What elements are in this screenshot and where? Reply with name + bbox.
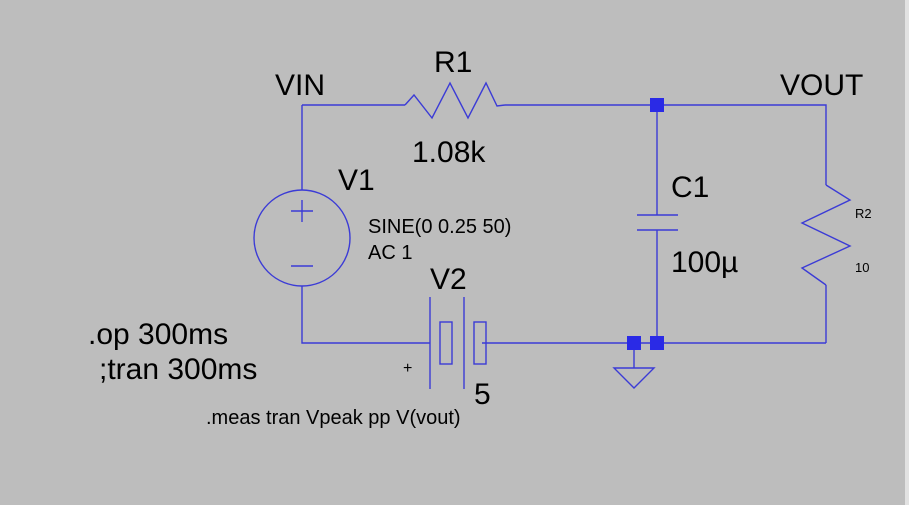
resistor-r2-symbol[interactable] — [800, 184, 852, 286]
junction-dot[interactable] — [627, 336, 641, 350]
wire-r1-to-vout[interactable] — [505, 104, 827, 185]
directive-meas[interactable]: .meas tran Vpeak pp V(vout) — [206, 407, 461, 429]
c1-name-label[interactable]: C1 — [671, 171, 709, 204]
v2-name-label[interactable]: V2 — [430, 263, 467, 296]
battery-v2-symbol[interactable] — [429, 297, 487, 389]
v1-name-label[interactable]: V1 — [338, 164, 375, 197]
resistor-r1-symbol[interactable] — [404, 81, 506, 120]
net-label-vout[interactable]: VOUT — [780, 69, 863, 102]
v2-plus-sign: + — [403, 360, 412, 377]
voltage-source-v1-symbol[interactable] — [253, 189, 351, 287]
v1-spec-line2[interactable]: AC 1 — [368, 242, 412, 264]
directive-tran[interactable]: ;tran 300ms — [99, 353, 257, 386]
r2-name-label[interactable]: R2 — [855, 206, 872, 221]
r1-name-label[interactable]: R1 — [434, 46, 472, 79]
v2-value-label[interactable]: 5 — [474, 378, 491, 411]
v1-spec-line1[interactable]: SINE(0 0.25 50) — [368, 216, 511, 238]
wire-v1-to-v2[interactable] — [301, 286, 430, 344]
r2-value-label[interactable]: 10 — [855, 260, 869, 275]
junction-dot[interactable] — [650, 336, 664, 350]
wires — [301, 104, 827, 344]
c1-value-label[interactable]: 100µ — [671, 246, 738, 279]
directive-op[interactable]: .op 300ms — [88, 318, 228, 351]
r1-value-label[interactable]: 1.08k — [412, 136, 486, 169]
wire-vin-to-r1[interactable] — [301, 104, 405, 190]
capacitor-c1-symbol[interactable] — [637, 214, 678, 231]
junction-dot[interactable] — [650, 98, 664, 112]
net-label-vin[interactable]: VIN — [275, 69, 325, 102]
